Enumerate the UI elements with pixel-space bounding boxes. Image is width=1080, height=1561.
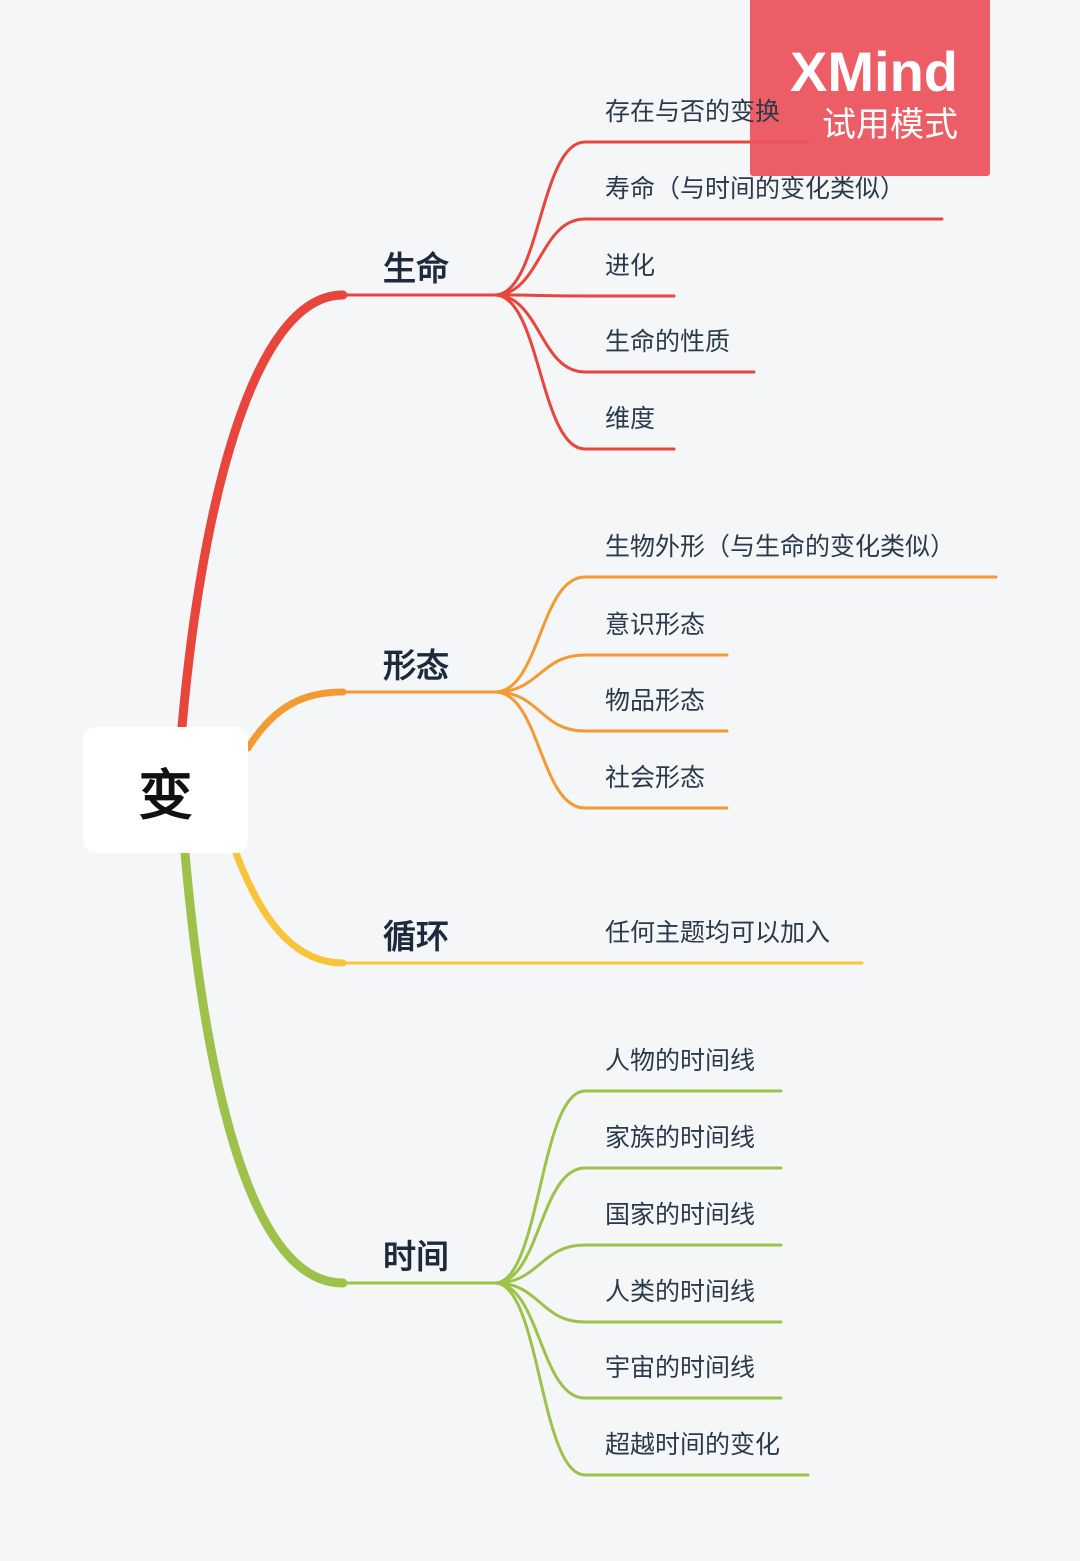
- subtopic[interactable]: 人类的时间线: [605, 1277, 756, 1306]
- main-topic-2[interactable]: 形态: [383, 646, 449, 685]
- subtopic[interactable]: 意识形态: [605, 610, 706, 639]
- main-branch-connector: [180, 848, 348, 1288]
- subtopic[interactable]: 社会形态: [605, 763, 706, 792]
- subtopic-connector: [493, 293, 756, 374]
- subtopic[interactable]: 任何主题均可以加入: [605, 918, 831, 947]
- subtopic[interactable]: 进化: [605, 251, 656, 280]
- subtopic-connector: [493, 1243, 783, 1285]
- subtopic-connector: [493, 690, 729, 810]
- subtopic-connector: [493, 217, 944, 297]
- subtopic-connector: [493, 653, 729, 694]
- main-topic-3[interactable]: 循环: [383, 917, 449, 956]
- main-topic-4[interactable]: 时间: [383, 1237, 449, 1276]
- subtopic-connector: [493, 575, 998, 694]
- subtopic-connector: [493, 1281, 783, 1400]
- subtopic-connector: [493, 1089, 783, 1285]
- subtopic[interactable]: 寿命（与时间的变化类似）: [605, 174, 906, 203]
- watermark-subtitle: 试用模式: [822, 105, 958, 145]
- subtopic[interactable]: 超越时间的变化: [605, 1430, 781, 1459]
- central-topic-label: 变: [138, 763, 193, 827]
- subtopic[interactable]: 宇宙的时间线: [605, 1353, 756, 1382]
- xmind-trial-watermark: XMind 试用模式: [750, 0, 990, 176]
- subtopic[interactable]: 物品形态: [605, 686, 706, 715]
- watermark-title: XMind: [790, 40, 958, 103]
- subtopic-connector: [493, 1281, 783, 1324]
- subtopic[interactable]: 生物外形（与生命的变化类似）: [605, 532, 956, 561]
- subtopic[interactable]: 国家的时间线: [605, 1200, 756, 1229]
- main-branch-connector: [177, 290, 348, 732]
- subtopic-connector: [493, 1281, 810, 1477]
- subtopic-connector: [493, 140, 810, 297]
- subtopic[interactable]: 存在与否的变换: [605, 97, 781, 126]
- subtopic[interactable]: 维度: [605, 404, 656, 433]
- subtopic-connector: [493, 690, 729, 733]
- subtopic[interactable]: 生命的性质: [605, 327, 731, 356]
- main-topic-1[interactable]: 生命: [383, 249, 449, 288]
- subtopic-connector: [493, 293, 676, 451]
- main-branch-connector: [232, 849, 347, 967]
- subtopic-connector: [493, 1166, 783, 1285]
- central-topic[interactable]: 变: [83, 727, 248, 853]
- subtopic[interactable]: 家族的时间线: [605, 1123, 756, 1152]
- subtopic[interactable]: 人物的时间线: [605, 1046, 756, 1075]
- main-branch-connector: [244, 688, 347, 752]
- subtopic-connector: [493, 293, 676, 298]
